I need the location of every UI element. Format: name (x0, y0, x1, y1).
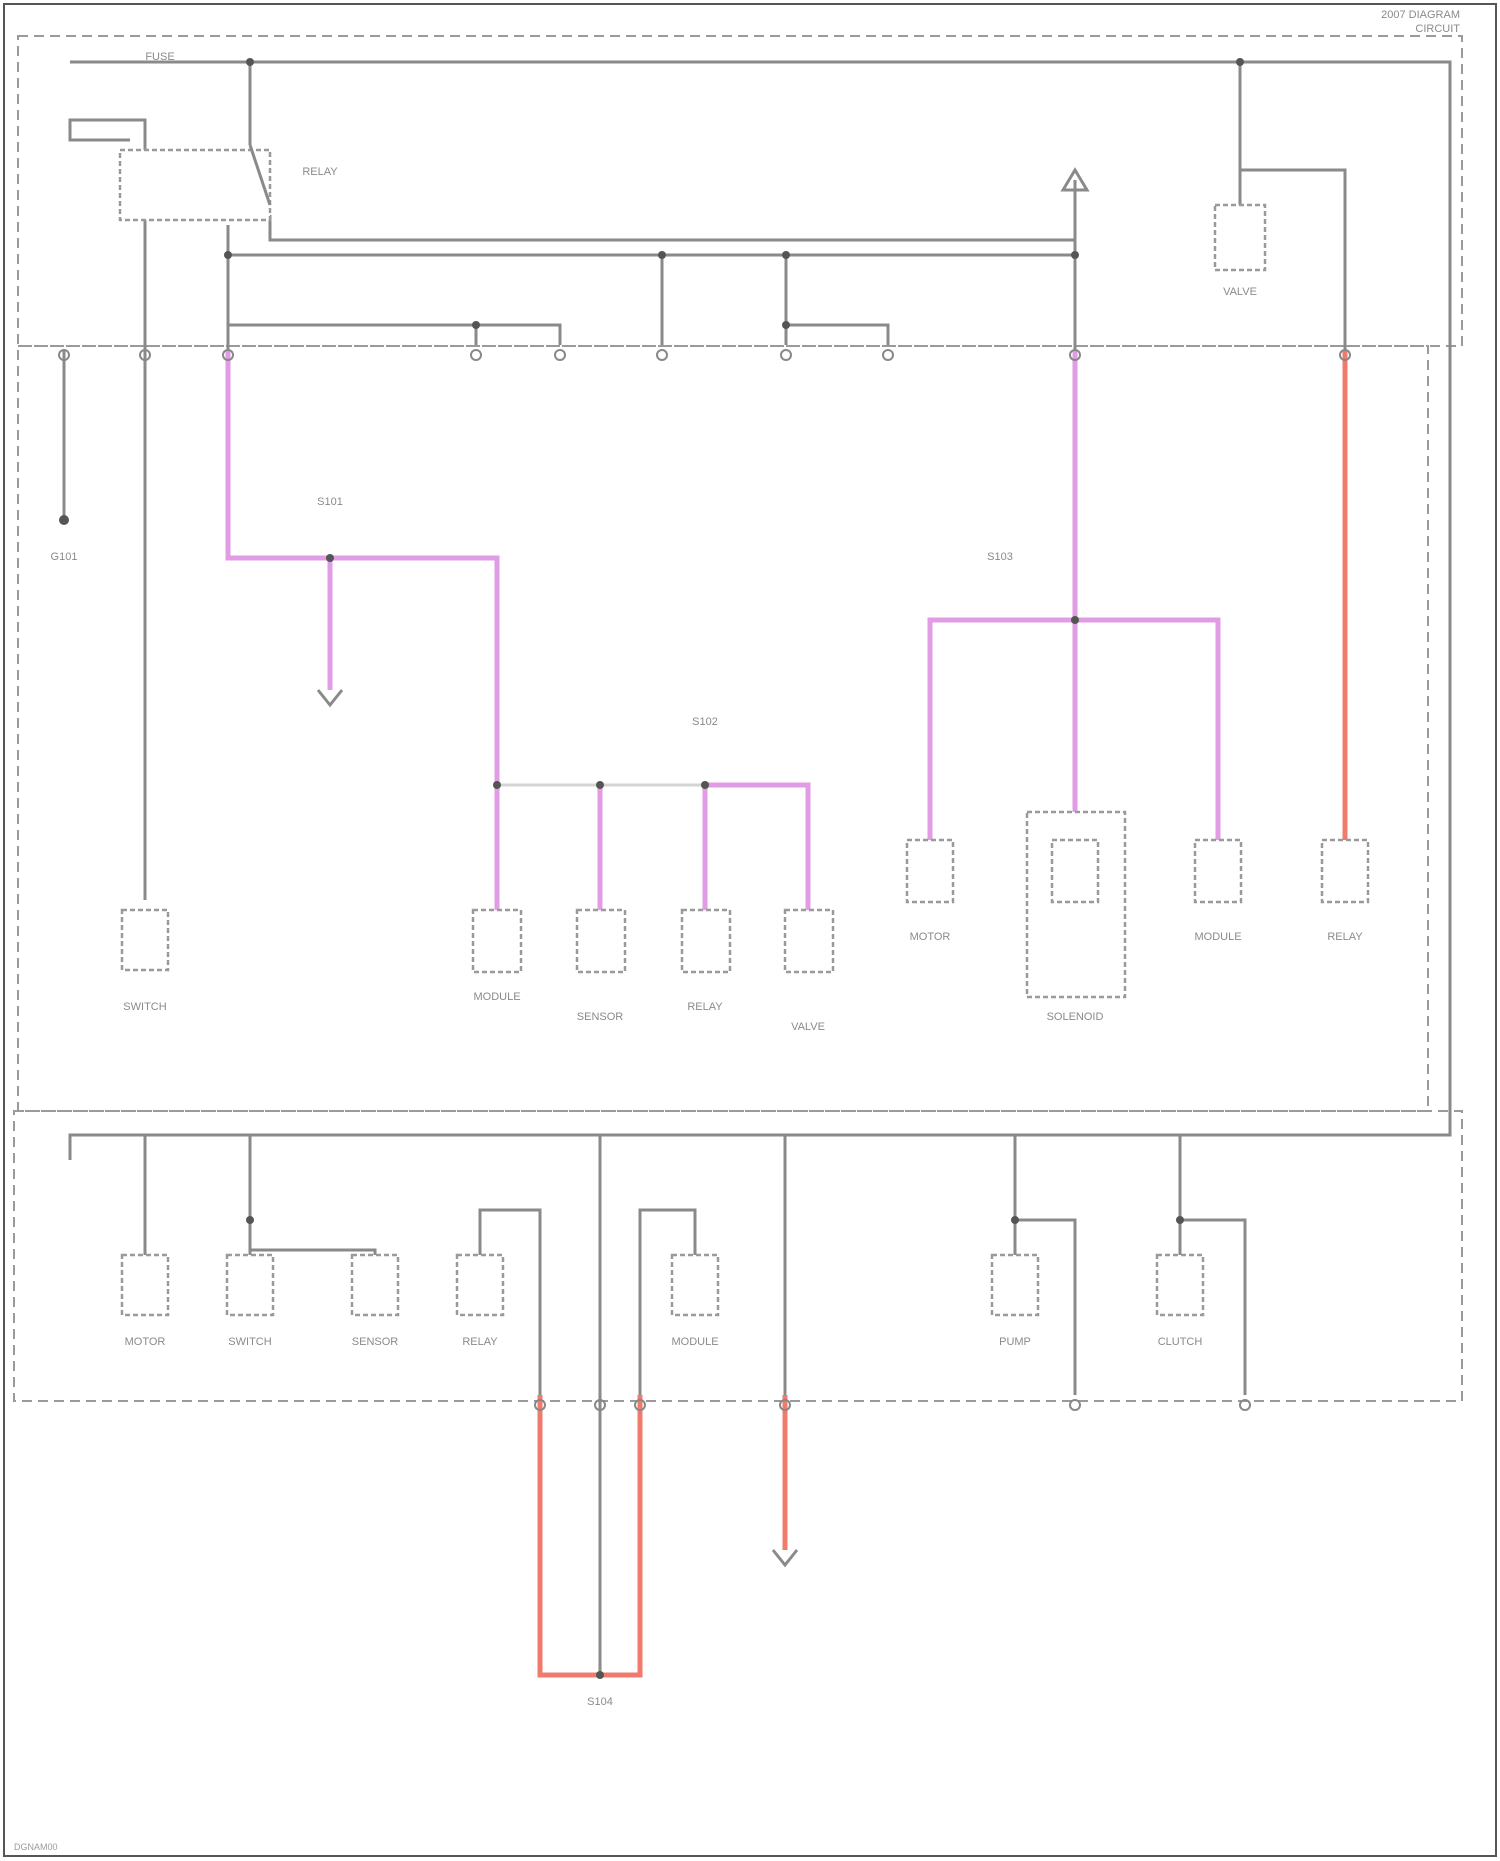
label-s1: S101 (317, 496, 343, 508)
label-c18: CLUTCH (1158, 1336, 1203, 1348)
components-lower (122, 1255, 1203, 1565)
label-c7: VALVE (791, 1021, 825, 1033)
label-c17: PUMP (999, 1336, 1031, 1348)
relay-right-upper (1215, 205, 1265, 270)
label-c13: SWITCH (228, 1336, 271, 1348)
components-middle (122, 690, 1368, 997)
label-c5: SENSOR (577, 1011, 624, 1023)
component-labels: FUSE RELAY SWITCH MODULE SENSOR RELAY VA… (123, 51, 1363, 1348)
label-c4: MODULE (473, 991, 520, 1003)
label-c11: RELAY (1327, 931, 1363, 943)
label-c1: FUSE (145, 51, 174, 63)
red-wires (540, 350, 1345, 1675)
footer-code: DGNAM00 (14, 1842, 58, 1852)
label-c9: SOLENOID (1047, 1011, 1104, 1023)
label-s3: S103 (987, 551, 1013, 563)
label-c2: RELAY (302, 166, 338, 178)
splice-labels: S101 S102 S103 S104 G101 (51, 496, 1013, 1708)
label-c12: MOTOR (125, 1336, 166, 1348)
label-c14: SENSOR (352, 1336, 399, 1348)
label-c16: MODULE (671, 1336, 718, 1348)
label-c15: RELAY (462, 1336, 498, 1348)
label-s5: G101 (51, 551, 78, 563)
header-title-line1: 2007 DIAGRAM (1381, 9, 1460, 21)
label-s2: S102 (692, 716, 718, 728)
label-c3: SWITCH (123, 1001, 166, 1013)
relay-box-upper (120, 150, 270, 220)
label-c10: MODULE (1194, 931, 1241, 943)
label-c8: MOTOR (910, 931, 951, 943)
label-c6: RELAY (687, 1001, 723, 1013)
label-c19: VALVE (1223, 286, 1257, 298)
header-title-line2: CIRCUIT (1415, 23, 1460, 35)
label-s4: S104 (587, 1696, 613, 1708)
